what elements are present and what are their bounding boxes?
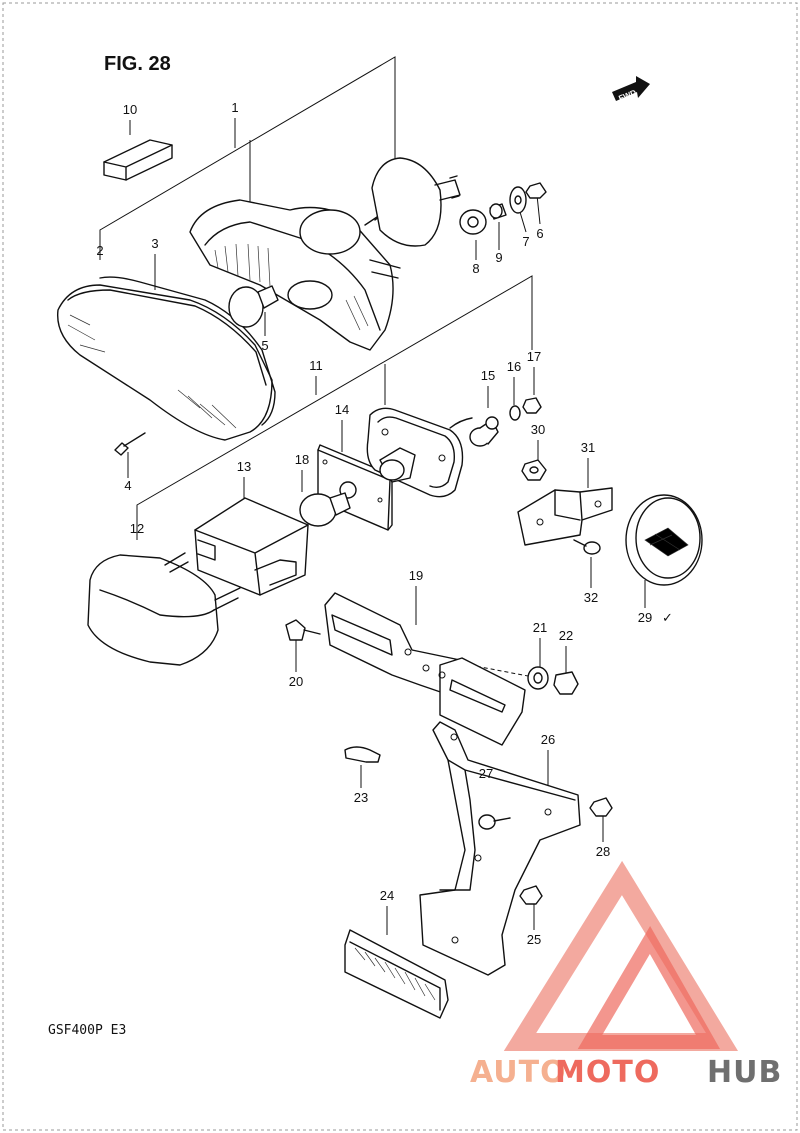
logo-text-moto: MOTO xyxy=(555,1055,660,1090)
part-label-18: 18 xyxy=(295,452,309,467)
figure-title: FIG. 28 xyxy=(104,53,171,75)
part-25-nut xyxy=(519,885,543,905)
part-13-cushion xyxy=(194,497,309,596)
part-label-24: 24 xyxy=(380,888,394,903)
part-28-nut xyxy=(589,797,613,817)
part-label-16: 16 xyxy=(507,359,521,374)
part-10-pad xyxy=(103,139,173,181)
fwd-arrow-icon: FWD xyxy=(612,76,650,103)
part-label-12: 12 xyxy=(130,521,144,536)
part-label-9: 9 xyxy=(495,250,502,265)
part-21-washer xyxy=(527,666,549,690)
part-label-22: 22 xyxy=(559,628,573,643)
part-label-28: 28 xyxy=(596,844,610,859)
part-11-lamp-housing xyxy=(366,407,473,498)
part-label-17: 17 xyxy=(527,349,541,364)
part-label-11: 11 xyxy=(309,358,323,373)
part-29-reflector: ✓ xyxy=(625,494,703,625)
part-label-2: 2 xyxy=(96,243,103,258)
part-18-bulb xyxy=(299,492,351,527)
part-label-5: 5 xyxy=(261,338,268,353)
part-6-nut xyxy=(525,182,547,199)
part-30-nut xyxy=(521,459,547,481)
part-5-bulb xyxy=(228,285,279,328)
part-2-tail-lens xyxy=(56,276,276,441)
part-23-bulb xyxy=(344,746,381,763)
part-24-reflector xyxy=(344,929,449,1019)
logo-text-hub: HUB xyxy=(707,1055,782,1090)
part-label-8: 8 xyxy=(472,261,479,276)
part-8-nut xyxy=(459,209,487,235)
part-label-20: 20 xyxy=(289,674,303,689)
part-15-grommet xyxy=(469,416,499,447)
part-label-6: 6 xyxy=(536,226,543,241)
part-label-19: 19 xyxy=(409,568,423,583)
part-12-lamp-unit xyxy=(87,552,241,666)
model-code: GSF400P E3 xyxy=(48,1023,126,1038)
part-label-4: 4 xyxy=(124,478,131,493)
part-label-30: 30 xyxy=(531,422,545,437)
part-16-washer xyxy=(509,405,521,421)
part-label-3: 3 xyxy=(151,236,158,251)
logo-text-auto: AUTO xyxy=(470,1055,567,1090)
part-27-screw xyxy=(478,814,511,830)
part-label-10: 10 xyxy=(123,102,137,117)
part-20-bolt xyxy=(285,619,321,641)
part-9-collar xyxy=(489,203,507,220)
part-32-screw xyxy=(573,539,601,555)
part-7-washer xyxy=(509,186,527,214)
part-label-32: 32 xyxy=(584,590,598,605)
part-label-26: 26 xyxy=(541,732,555,747)
part-label-27: 27 xyxy=(479,766,493,781)
part-label-15: 15 xyxy=(481,368,495,383)
part-label-13: 13 xyxy=(237,459,251,474)
check-mark: ✓ xyxy=(662,610,673,625)
part-1-socket-cover xyxy=(371,157,461,247)
part-22-nut xyxy=(553,671,579,695)
part-label-7: 7 xyxy=(522,234,529,249)
part-31-bracket xyxy=(517,487,613,546)
part-26-license-bracket xyxy=(419,721,581,976)
part-19-plate-bracket xyxy=(324,592,526,746)
part-17-nut xyxy=(522,397,542,414)
part-label-21: 21 xyxy=(533,620,547,635)
part-label-23: 23 xyxy=(354,790,368,805)
part-4-screw xyxy=(114,432,146,456)
automotohub-logo: AUTO MOTO HUB xyxy=(470,860,782,1090)
part-label-25: 25 xyxy=(527,932,541,947)
part-label-14: 14 xyxy=(335,402,349,417)
leader-lines xyxy=(99,56,646,935)
part-label-29: 29 xyxy=(638,610,652,625)
part-label-1: 1 xyxy=(231,100,238,115)
part-label-31: 31 xyxy=(581,440,595,455)
